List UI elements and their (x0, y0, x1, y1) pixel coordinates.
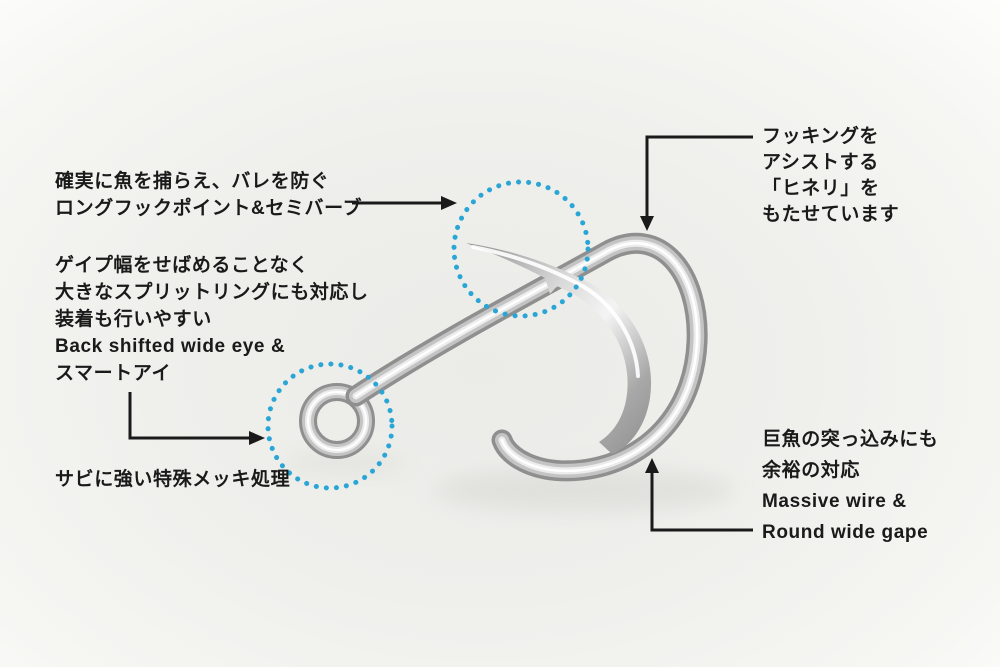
arrow-hook-point (352, 196, 457, 210)
annotation-line: Massive wire & (762, 491, 907, 512)
hook-shank-and-bend (345, 232, 708, 482)
hook-point (466, 243, 652, 454)
eye-shadow (283, 451, 407, 475)
annotation-line: 巨魚の突っ込みにも (762, 429, 939, 450)
annotation-line: スマートアイ (55, 363, 172, 384)
leader-wire-gape (645, 458, 753, 532)
dotted-circle-eye (265, 361, 395, 491)
annotation-plating: サビに強い特殊メッキ処理 (55, 466, 290, 493)
annotation-line: ロングフックポイント&セミバーブ (55, 198, 363, 219)
arrow-wide-eye (128, 392, 265, 445)
annotation-line: Back shifted wide eye & (55, 336, 286, 357)
annotation-wire-gape: 巨魚の突っ込みにも 余裕の対応 Massive wire & Round wid… (762, 424, 938, 548)
annotation-line: 余裕の対応 (762, 460, 861, 481)
annotation-line: ゲイプ幅をせばめることなく (55, 255, 309, 276)
annotation-hook-point: 確実に魚を捕らえ、バレを防ぐ ロングフックポイント&セミバーブ (55, 168, 362, 222)
annotation-line: 大きなスプリットリングにも対応し (55, 282, 369, 303)
annotation-line: 装着も行いやすい (55, 309, 212, 330)
annotation-twist: フッキングを アシストする 「ヒネリ」を もたせています (762, 124, 899, 228)
annotation-line: Round wide gape (762, 522, 929, 543)
leader-twist (640, 135, 753, 231)
annotation-line: サビに強い特殊メッキ処理 (55, 469, 291, 490)
hook-shadow (435, 468, 735, 512)
annotation-line: もたせています (762, 204, 900, 225)
annotation-line: フッキングを (762, 126, 880, 147)
dotted-circle-hook-point (451, 179, 591, 319)
annotation-line: 確実に魚を捕らえ、バレを防ぐ (55, 171, 330, 192)
annotation-line: 「ヒネリ」を (762, 178, 880, 199)
annotation-line: アシストする (762, 152, 879, 173)
annotation-wide-eye: ゲイプ幅をせばめることなく 大きなスプリットリングにも対応し 装着も行いやすい … (55, 252, 369, 387)
hook-eye-loop (299, 383, 375, 459)
